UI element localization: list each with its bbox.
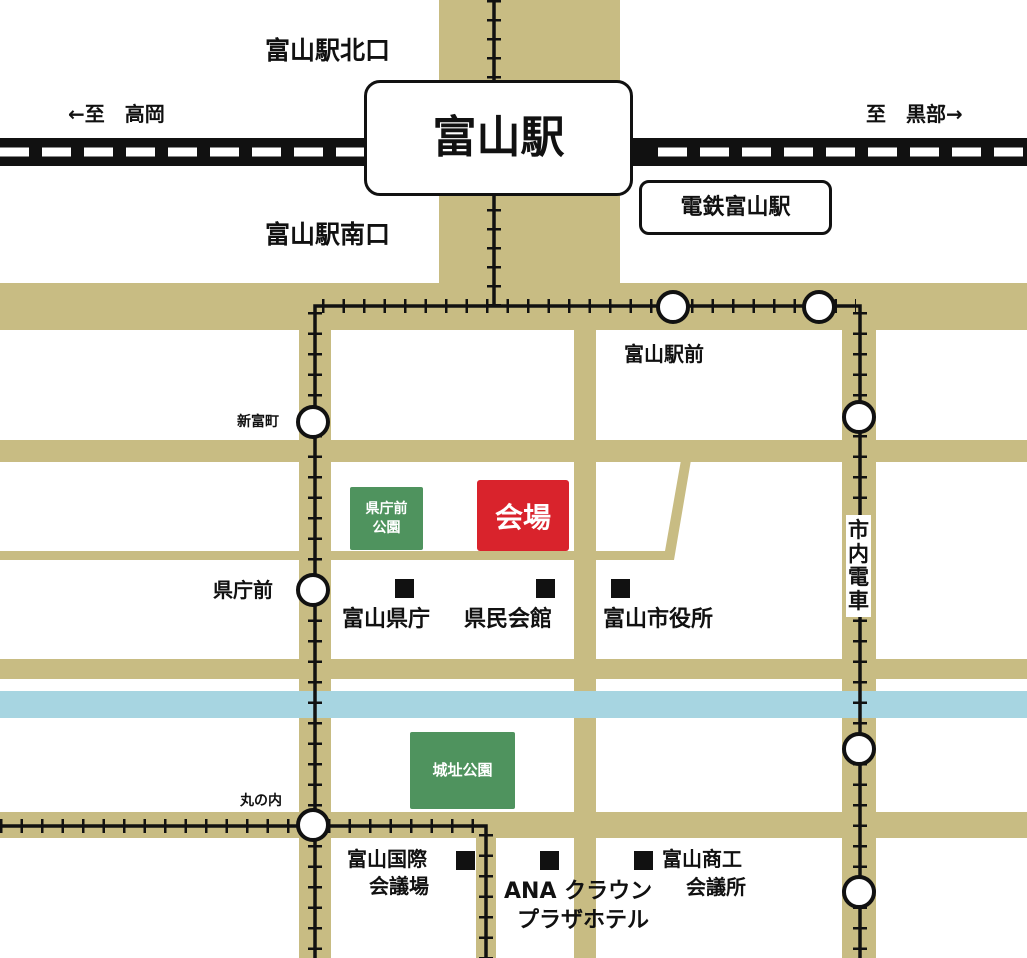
city-hall-label: 富山市役所 (603, 607, 714, 632)
venue-marker: 会場 (477, 480, 569, 551)
tram-line-char-3: 電 (848, 565, 869, 590)
ana-hotel-label-1: ANA クラウン (504, 879, 653, 904)
road-central-avenue (574, 283, 596, 958)
tram-line-char-2: 内 (848, 541, 869, 566)
kokusai-kaigijo-label-1: 富山国際 (347, 847, 427, 871)
joshi-park: 城址公園 (410, 732, 515, 809)
tram-main-loop (313, 304, 862, 958)
kenmin-kaikan-marker (536, 579, 555, 598)
city-hall-marker (611, 579, 630, 598)
ana-hotel-label-2: プラザホテル (517, 908, 650, 933)
jr-main-line (0, 138, 1027, 166)
toyama-station-label: 富山駅 (432, 112, 565, 163)
tram-line-label: 市 内 電 車 (846, 515, 871, 618)
to-kurobe-label: 至 黒部→ (866, 102, 963, 126)
kenmin-kaikan-label: 県民会館 (464, 607, 553, 632)
stop-shintomicho (296, 405, 330, 439)
stop-toyama-ekimae-west (656, 290, 690, 324)
shoko-kaigisho-marker (634, 851, 653, 870)
kokusai-kaigijo-label-2: 会議場 (369, 874, 429, 898)
tram-south-branch (0, 824, 488, 958)
south-exit-label: 富山駅南口 (265, 220, 391, 249)
stop-east-3 (842, 875, 876, 909)
prefectural-office-marker (395, 579, 414, 598)
stop-label-shintomicho: 新富町 (237, 414, 279, 430)
dentetsu-toyama-label: 電鉄富山駅 (680, 194, 791, 220)
stop-label-marunouchi: 丸の内 (240, 793, 282, 809)
stop-toyama-ekimae-east (802, 290, 836, 324)
stop-marunouchi (296, 808, 330, 842)
kenchomae-park-line-2: 公園 (372, 519, 401, 536)
venue-label: 会場 (494, 500, 551, 534)
road-upper-cross (0, 440, 1027, 462)
tram-line-char-4: 車 (848, 588, 869, 613)
stop-label-kenchomae: 県庁前 (213, 578, 273, 602)
kokusai-kaigijo-marker (456, 851, 475, 870)
prefectural-office-label: 富山県庁 (342, 607, 431, 632)
stop-east-2 (842, 732, 876, 766)
kenchomae-park-line-1: 県庁前 (365, 501, 408, 518)
road-lower-cross (0, 659, 1027, 679)
river (0, 691, 1027, 718)
tram-line-char-1: 市 (848, 518, 869, 542)
shoko-kaigisho-label-1: 富山商工 (662, 847, 742, 871)
toyama-station-box: 富山駅 (364, 80, 633, 196)
tram-stops (296, 290, 876, 909)
shoko-kaigisho-label-2: 会議所 (686, 875, 746, 899)
north-exit-label: 富山駅北口 (265, 36, 391, 65)
joshi-park-label: 城址公園 (432, 760, 493, 779)
stop-kenchomae (296, 573, 330, 607)
to-takaoka-label: ←至 高岡 (68, 102, 165, 126)
stop-east-1 (842, 400, 876, 434)
dentetsu-toyama-box: 電鉄富山駅 (639, 180, 832, 235)
stop-label-toyama-ekimae: 富山駅前 (624, 342, 704, 366)
kenchomae-park: 県庁前 公園 (350, 487, 423, 550)
ana-hotel-marker (540, 851, 559, 870)
